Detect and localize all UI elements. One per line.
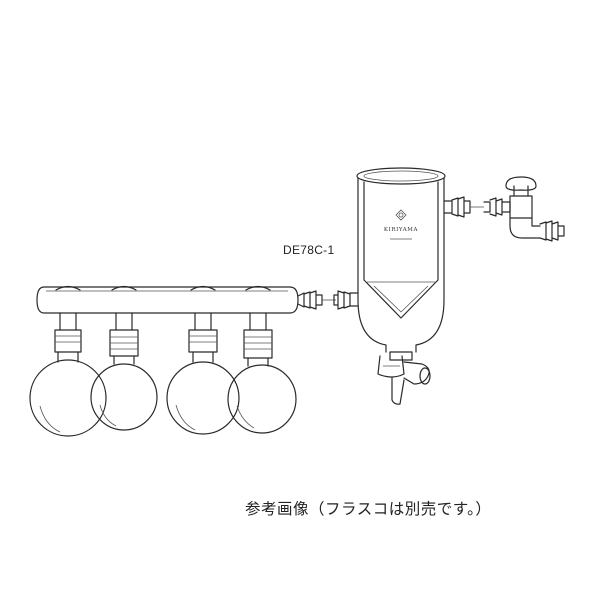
cold-trap: KIRIYAMA [333,167,471,353]
caption: 参考画像（フラスコは別売です。） [245,500,492,518]
flask-1 [29,285,107,437]
flask-2 [90,285,158,431]
flask-4 [227,285,297,434]
vent-stopcock [483,176,565,242]
manifold-tube [36,286,323,314]
drain-stopcock [377,351,431,405]
model-label: DE78C-1 [283,243,335,257]
flask-3 [166,285,240,435]
brand-marking: KIRIYAMA [384,227,419,233]
brand-logo [395,209,407,221]
